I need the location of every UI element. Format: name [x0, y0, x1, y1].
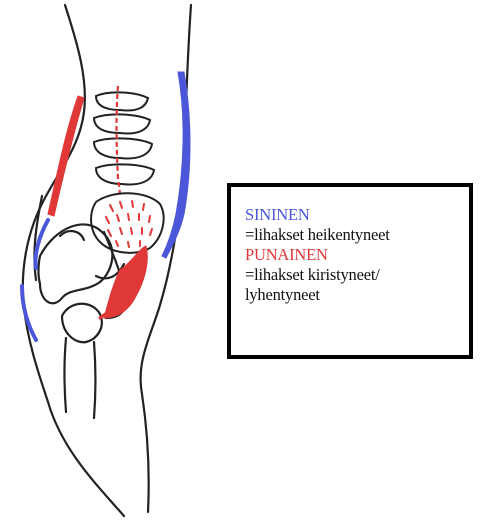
spine	[94, 92, 154, 184]
legend-box: SININEN =lihakset heikentyneet PUNAINEN …	[227, 183, 473, 359]
femur	[62, 304, 102, 418]
legend-red-description-line1: =lihakset kiristyneet/	[245, 265, 469, 285]
legend-red-label: PUNAINEN	[245, 245, 469, 265]
legend-red-description-line2: lyhentyneet	[245, 285, 469, 305]
sacrum	[91, 193, 164, 253]
body-outline	[23, 5, 191, 516]
legend-blue-label: SININEN	[245, 205, 469, 225]
legend-blue-description: =lihakset heikentyneet	[245, 225, 469, 245]
